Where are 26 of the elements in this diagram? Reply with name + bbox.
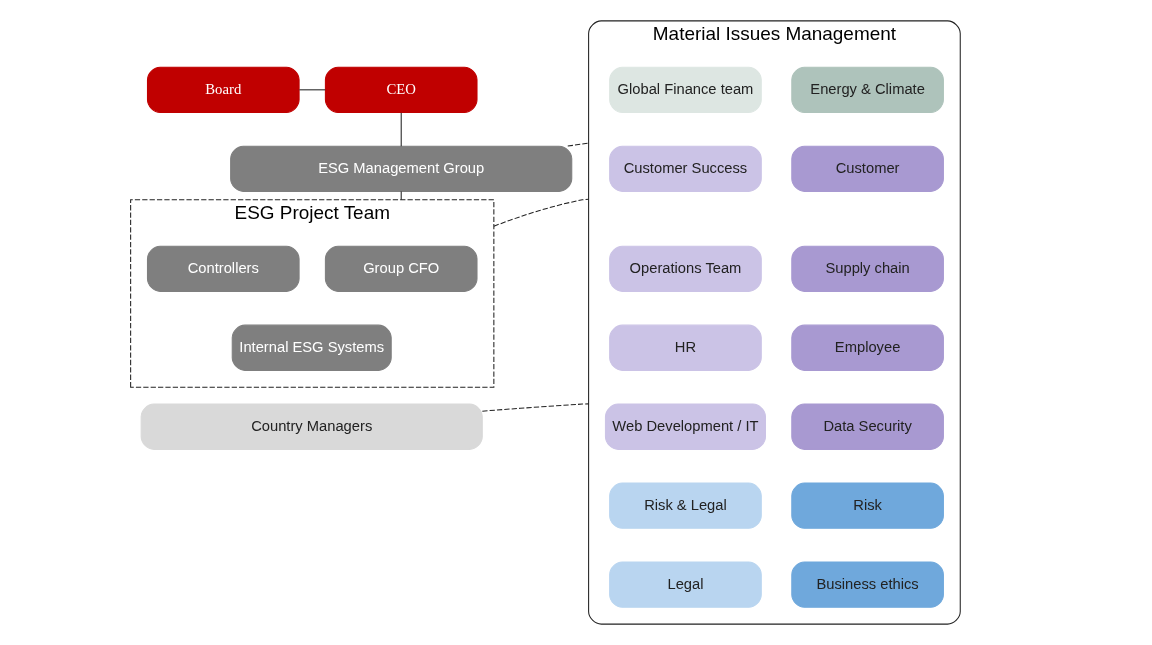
node-box: Employee — [791, 324, 944, 371]
node-box: Web Development / IT — [604, 403, 766, 450]
node-box: Data Security — [791, 403, 944, 450]
node-box: Internal ESG Systems — [231, 324, 392, 371]
node-box: Global Finance team — [609, 66, 762, 113]
node-box: CEO — [324, 66, 478, 113]
node-box: Risk — [791, 482, 944, 529]
node-box: Controllers — [146, 245, 300, 292]
node-box: ESG Management Group — [230, 145, 573, 192]
node-box: Supply chain — [791, 245, 944, 292]
node-box: Risk & Legal — [609, 482, 762, 529]
node-box: Legal — [609, 561, 762, 608]
node-box: Board — [146, 66, 300, 113]
node-box: Customer Success — [609, 145, 762, 192]
node-box: Operations Team — [609, 245, 762, 292]
node-box: Country Managers — [140, 403, 483, 450]
node-box: Energy & Climate — [791, 66, 944, 113]
connector — [400, 112, 402, 147]
node-box: Business ethics — [791, 561, 944, 608]
node-box: Group CFO — [324, 245, 478, 292]
node-box: Customer — [791, 145, 944, 192]
node-box: HR — [609, 324, 762, 371]
connector — [493, 198, 590, 227]
connector — [481, 403, 590, 412]
connector — [298, 89, 326, 91]
connector — [567, 142, 590, 147]
